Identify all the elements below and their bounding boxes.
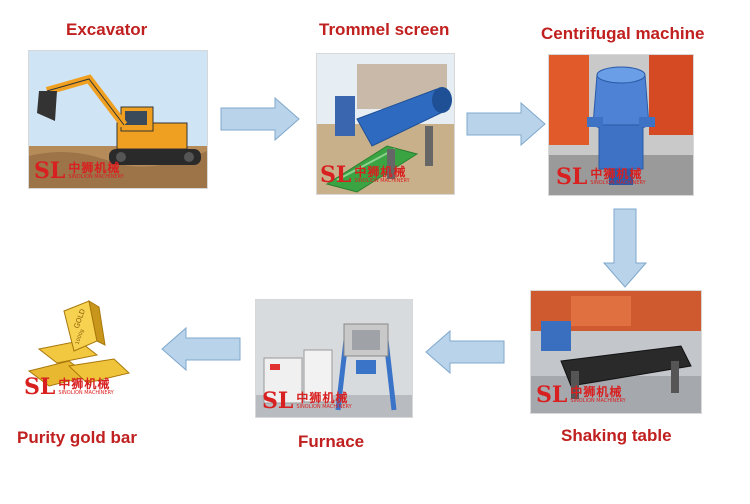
- arrow-down-icon: [602, 208, 648, 288]
- shaking-table-illustration: [531, 291, 701, 413]
- watermark-logo: SL: [262, 388, 294, 414]
- watermark-en: SINOLION MACHINERY: [296, 404, 352, 410]
- watermark-en: SINOLION MACHINERY: [68, 174, 124, 180]
- label-furnace: Furnace: [298, 432, 365, 451]
- watermark-en: SINOLION MACHINERY: [354, 178, 410, 184]
- label-purity-gold-bar: Purity gold bar: [17, 428, 137, 447]
- photo-trommel-screen: [316, 53, 455, 195]
- arrow-left-icon: [425, 329, 505, 375]
- watermark-en: SINOLION MACHINERY: [570, 398, 626, 404]
- watermark-cn: 中狮机械: [570, 385, 623, 399]
- furnace-illustration: [256, 300, 412, 417]
- label-excavator: Excavator: [66, 20, 148, 39]
- watermark-logo: SL: [536, 382, 568, 408]
- watermark-cn: 中狮机械: [68, 161, 121, 175]
- photo-furnace: [255, 299, 413, 418]
- label-trommel-screen: Trommel screen: [319, 20, 450, 39]
- watermark-en: SINOLION MACHINERY: [58, 390, 114, 396]
- arrow-right-icon: [220, 96, 300, 142]
- label-centrifugal-machine: Centrifugal machine: [541, 24, 705, 43]
- watermark-cn: 中狮机械: [296, 391, 349, 405]
- arrow-left-icon: [161, 326, 241, 372]
- watermark-cn: 中狮机械: [58, 377, 111, 391]
- watermark-logo: SL: [556, 164, 588, 190]
- watermark-logo: SL: [24, 374, 56, 400]
- watermark-en: SINOLION MACHINERY: [590, 180, 646, 186]
- photo-purity-gold-bar: GOLD 1000g: [18, 290, 135, 407]
- photo-centrifugal-machine: [548, 54, 694, 196]
- gold-bar-weight: 1000g: [75, 329, 86, 346]
- label-shaking-table: Shaking table: [561, 426, 672, 445]
- excavator-illustration: [29, 51, 207, 188]
- watermark-logo: SL: [320, 162, 352, 188]
- trommel-illustration: [317, 54, 454, 194]
- centrifugal-illustration: [549, 55, 693, 195]
- watermark-cn: 中狮机械: [590, 167, 643, 181]
- gold-bar-illustration: GOLD 1000g: [19, 291, 134, 406]
- watermark-cn: 中狮机械: [354, 165, 407, 179]
- arrow-right-icon: [466, 101, 546, 147]
- photo-shaking-table: [530, 290, 702, 414]
- photo-excavator: [28, 50, 208, 189]
- watermark-logo: SL: [34, 158, 66, 184]
